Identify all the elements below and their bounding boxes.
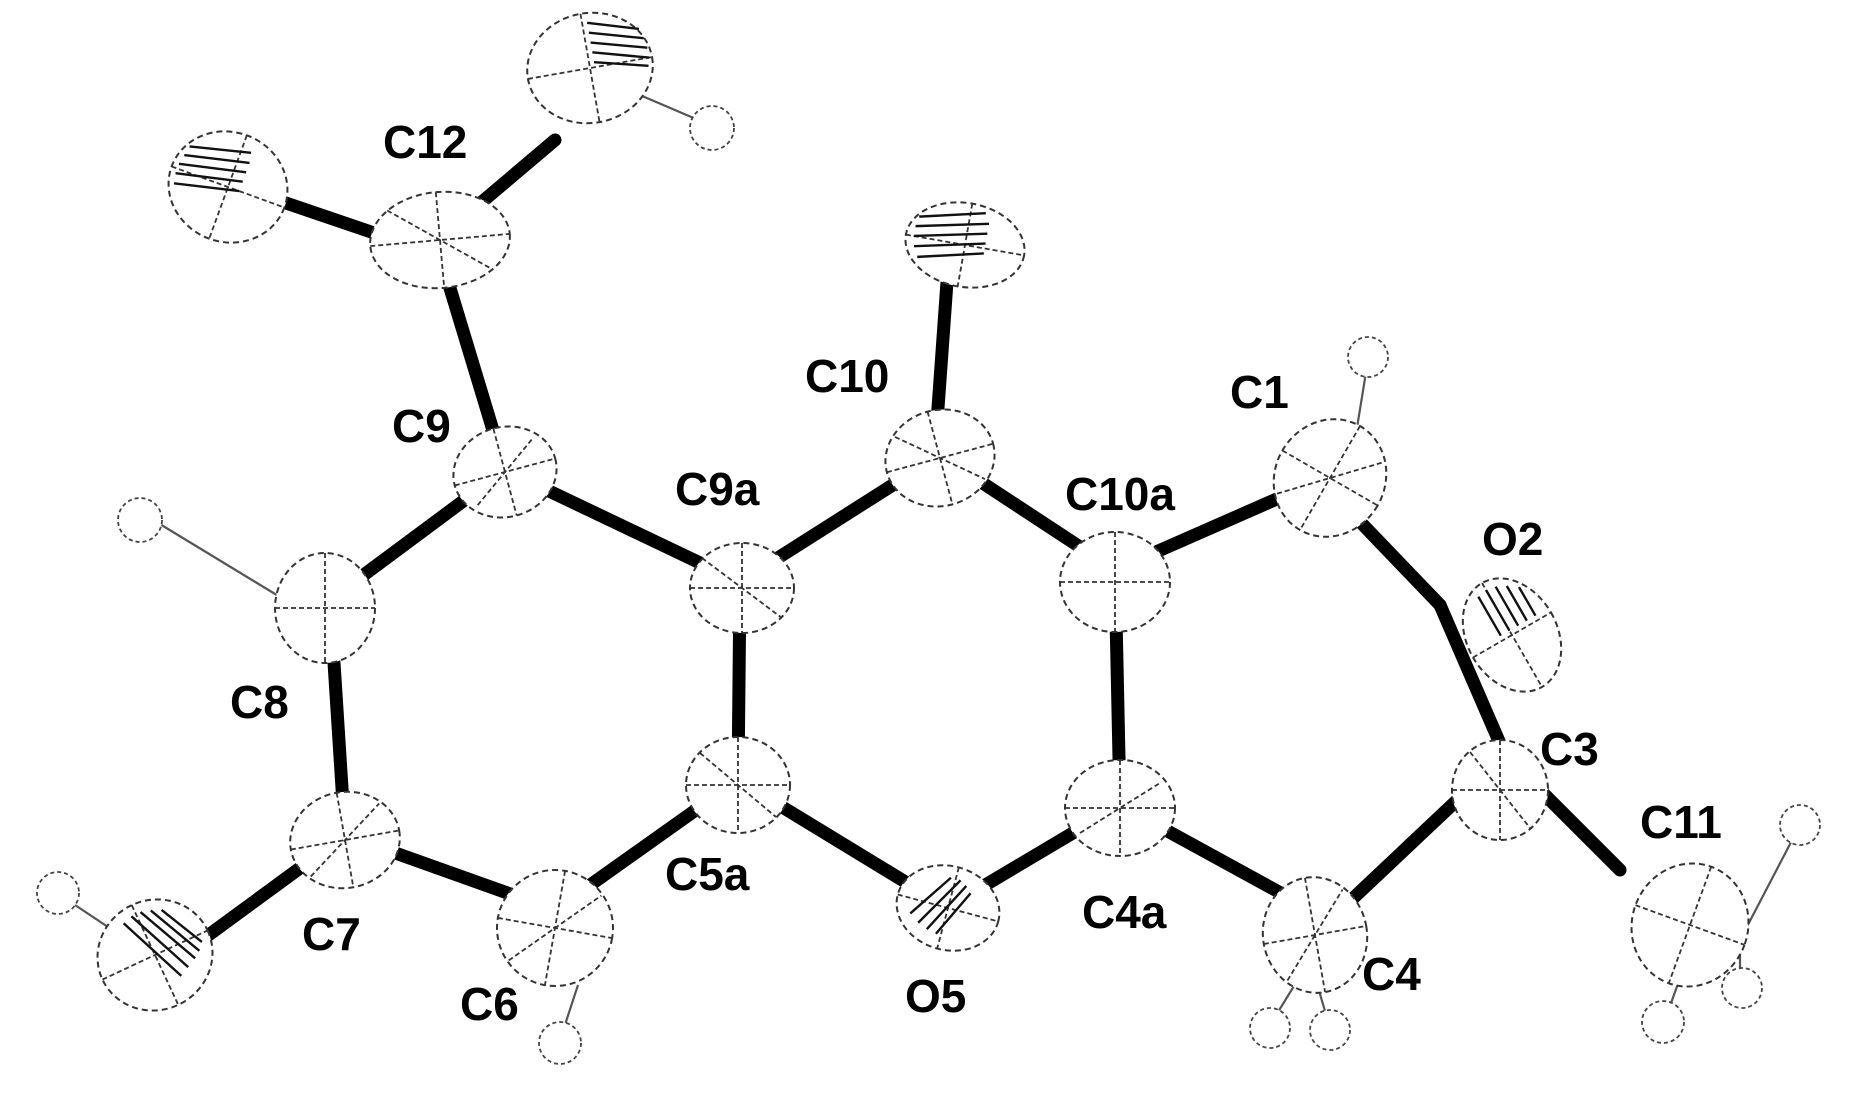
atom-ellipsoid-c10 — [884, 408, 996, 508]
label-c8: C8 — [230, 676, 289, 728]
label-c3: C3 — [1540, 723, 1599, 775]
hydrogen-atom — [1347, 336, 1389, 378]
hydrogen-atom — [1249, 1007, 1291, 1049]
hydrogen-atom — [117, 497, 163, 543]
hydrogen-atom — [1721, 967, 1763, 1009]
label-c4: C4 — [1362, 948, 1421, 1000]
label-c12: C12 — [383, 116, 467, 168]
heavy-atoms — [96, 11, 1750, 1012]
atom-ellipsoid-c1 — [1272, 418, 1388, 538]
atom-ellipsoid-c7 — [289, 790, 401, 890]
atom-ellipsoid-c9a — [689, 542, 795, 634]
atom-ellipsoid-o-carbonyl — [904, 201, 1026, 289]
atom-ellipsoid-c5a — [685, 736, 791, 834]
label-c9: C9 — [392, 400, 451, 452]
hydrogen-atom — [1779, 804, 1821, 846]
atom-ellipsoid-o2 — [1461, 577, 1563, 693]
hydrogen-atom — [36, 871, 80, 915]
label-o2: O2 — [1482, 513, 1543, 565]
atom-ellipsoid-c3 — [1451, 739, 1549, 841]
hydrogen-atoms — [36, 105, 1821, 1065]
atom-ellipsoid-o5 — [895, 864, 1001, 952]
atom-labels: C12 C10 C1 C9 C9a C10a O2 C8 C3 C11 C7 C… — [230, 116, 1722, 1030]
label-c11: C11 — [1640, 796, 1722, 848]
atom-ellipsoid-o-upper — [526, 11, 654, 125]
hydrogen-atom — [1309, 1009, 1351, 1051]
atom-ellipsoid-o-left — [167, 130, 289, 244]
label-c1: C1 — [1230, 366, 1289, 418]
label-o5: O5 — [905, 970, 966, 1022]
atom-ellipsoid-c4a — [1064, 759, 1176, 857]
hydrogen-atom — [689, 105, 735, 151]
label-c10: C10 — [805, 350, 889, 402]
atom-ellipsoid-c10a — [1059, 531, 1171, 633]
label-c7: C7 — [302, 908, 361, 960]
label-c6: C6 — [460, 978, 519, 1030]
atom-ellipsoid-c12 — [369, 190, 511, 290]
label-c9a: C9a — [675, 463, 760, 515]
label-c4a: C4a — [1082, 886, 1167, 938]
atom-ellipsoid-c8 — [274, 552, 376, 664]
atom-ellipsoid-c4 — [1261, 876, 1369, 994]
label-c5a: C5a — [665, 848, 750, 900]
hydrogen-atom — [538, 1021, 582, 1065]
label-c10a: C10a — [1065, 468, 1175, 520]
atom-ellipsoid-c6 — [496, 869, 614, 987]
atom-ellipsoid-c9 — [452, 425, 558, 519]
atom-ellipsoid-o-hydroxyl — [96, 898, 214, 1012]
hydrogen-atom — [1641, 1000, 1685, 1044]
